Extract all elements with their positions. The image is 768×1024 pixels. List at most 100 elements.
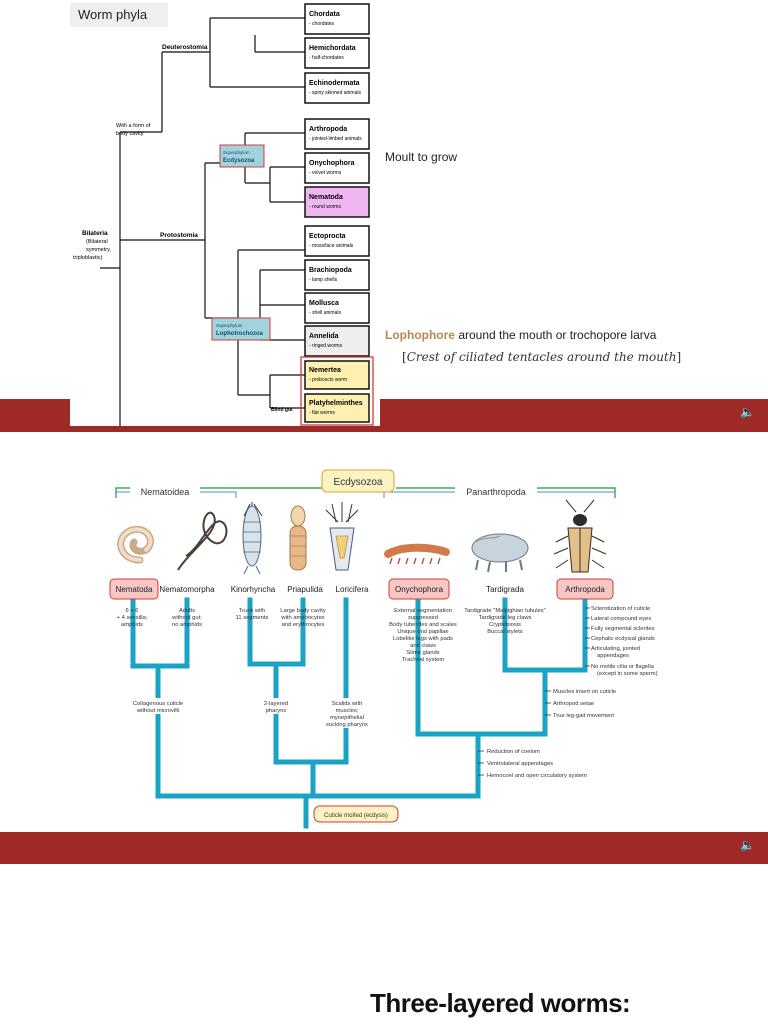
slide-worm-phyla: 🔈 <box>0 0 768 432</box>
kinorhyncha-illustration <box>242 502 263 575</box>
speaker-icon[interactable]: 🔈 <box>740 405 755 419</box>
label-bilateria-3: symmetry, <box>86 247 111 253</box>
svg-text:Lobelike legs with pads: Lobelike legs with pads <box>393 636 453 642</box>
svg-text:Buccal stylets: Buccal stylets <box>487 629 523 635</box>
annotation-ticks <box>478 607 590 776</box>
taxon-priapulida: Priapulida <box>287 585 323 594</box>
taxon-box-platyhelminthes: Platyhelminthes - flat worms <box>304 393 370 423</box>
svg-text:and claws: and claws <box>410 643 436 649</box>
slide-three-layered-worms: Three-layered worms: <box>0 864 768 1024</box>
svg-text:Tardigrade leg claws: Tardigrade leg claws <box>479 615 532 621</box>
svg-text:pharynx: pharynx <box>266 708 287 714</box>
svg-text:Tracheal system: Tracheal system <box>402 657 444 663</box>
svg-text:Fully segmental sclerites: Fully segmental sclerites <box>591 626 655 632</box>
svg-text:no amphids: no amphids <box>172 622 202 628</box>
taxon-nematomorpha: Nematomorpha <box>159 585 215 594</box>
nematomorpha-illustration <box>177 512 228 571</box>
taxon-box-chordata: Chordata - chordates <box>304 3 370 35</box>
taxon-name: Onychophora <box>309 160 355 167</box>
taxon-name: Arthropoda <box>309 126 347 133</box>
svg-text:Unique oral papillae: Unique oral papillae <box>397 629 448 635</box>
taxon-name: Nematoda <box>309 194 343 201</box>
taxon-box-ectoprocta: Ectoprocta - moss/lace animals <box>304 225 370 257</box>
label-nematoidea: Nematoidea <box>141 487 190 497</box>
svg-text:(except in some sperm): (except in some sperm) <box>597 671 658 677</box>
label-bilateria-2: (Bilateral <box>86 239 108 245</box>
taxon-loricifera: Loricifera <box>336 585 369 594</box>
svg-text:with amebocytes: with amebocytes <box>280 615 324 621</box>
taxon-onychophora: Onychophora <box>388 578 450 600</box>
taxon-sub: - proboscis worm <box>309 377 347 383</box>
highlight-frame-worms <box>300 356 374 426</box>
taxon-box-hemichordata: Hemichordata - half-chordates <box>304 37 370 69</box>
svg-text:Lateral compound eyes: Lateral compound eyes <box>591 616 651 622</box>
arthropoda-illustration <box>553 499 607 573</box>
svg-text:No motile cilia or flagella: No motile cilia or flagella <box>591 664 655 670</box>
svg-text:Nematoda: Nematoda <box>116 585 153 594</box>
superphylum-lophotrochozoa: Superphylum Lophotrochozoa <box>211 317 271 341</box>
taxon-box-arthropoda: Arthropoda - jointed-limbed animals <box>304 118 370 150</box>
note-moult: Moult to grow <box>385 150 458 164</box>
taxon-sub: - lamp shells <box>309 277 338 283</box>
svg-text:Superphylum: Superphylum <box>223 150 250 155</box>
taxon-sub: - moss/lace animals <box>309 243 354 249</box>
taxon-sub: - shell animals <box>309 310 341 316</box>
taxon-name: Platyhelminthes <box>309 400 363 407</box>
svg-text:Cephalic ecdysial glands: Cephalic ecdysial glands <box>591 636 655 642</box>
loricifera-illustration <box>325 502 359 571</box>
taxon-sub: - velvet worms <box>309 170 342 176</box>
taxon-box-echinodermata: Echinodermata - spiny skinned animals <box>304 72 370 104</box>
slide-heading: Three-layered worms: <box>370 988 631 1018</box>
taxon-box-nemertea: Nemertea - proboscis worm <box>304 360 370 390</box>
taxon-sub: - jointed-limbed animals <box>309 136 362 142</box>
label-bilateria-4: triploblastic) <box>73 255 103 261</box>
svg-text:Trunk with: Trunk with <box>239 608 266 614</box>
taxon-sub: - flat worms <box>309 410 335 416</box>
cladogram-tree <box>130 597 588 829</box>
taxon-sub: - half-chordates <box>309 55 344 61</box>
note-lophophore: Lophophore around the mouth or trochopor… <box>385 328 656 342</box>
svg-text:Lophotrochozoa: Lophotrochozoa <box>216 331 264 337</box>
slide-title: Worm phyla <box>70 3 168 27</box>
svg-text:Arthropoda: Arthropoda <box>565 585 605 594</box>
ecdysozoa-label-box <box>321 469 395 493</box>
crest-text: Crest of ciliated tentacles around the m… <box>406 350 677 364</box>
svg-text:11 segments: 11 segments <box>236 615 269 621</box>
svg-text:+ 4 sensilla;: + 4 sensilla; <box>117 615 148 621</box>
taxon-box-annelida: Annelida - ringed worms <box>304 325 370 357</box>
taxon-name: Brachiopoda <box>309 267 352 274</box>
taxon-tardigrada: Tardigrada <box>486 585 524 594</box>
tardigrada-illustration <box>471 533 529 573</box>
svg-text:Cryptobiosis: Cryptobiosis <box>489 622 521 628</box>
taxon-descriptions: 6 + 6 + 4 sensilla; amphids Adults witho… <box>117 608 546 663</box>
svg-text:Arthropod setae: Arthropod setae <box>553 701 594 707</box>
taxon-sub: - round worms <box>309 204 341 210</box>
taxon-name: Echinodermata <box>309 80 360 87</box>
svg-text:Hemocoel and open circulatory: Hemocoel and open circulatory system <box>487 773 587 779</box>
label-body-cavity-1: With a form of <box>116 123 151 129</box>
taxon-kinorhyncha: Kinorhyncha <box>231 585 276 594</box>
bracket-open: [ <box>402 350 407 364</box>
nematoda-illustration <box>117 525 154 564</box>
taxon-name: Ectoprocta <box>309 233 346 240</box>
phylogeny-tree: Chordata - chordates Hemichordata - half… <box>70 0 380 426</box>
taxon-name: Annelida <box>309 333 339 340</box>
svg-text:Collagenous cuticle: Collagenous cuticle <box>133 701 183 707</box>
onychophora-illustration <box>384 543 450 565</box>
taxon-name: Chordata <box>309 11 340 18</box>
lophophore-rest: around the mouth or trochopore larva <box>454 328 657 342</box>
priapulida-illustration <box>289 505 307 571</box>
label-blind-gut: Blind gut <box>271 407 293 413</box>
svg-text:True leg-gait movement: True leg-gait movement <box>553 713 614 719</box>
label-body-cavity-2: body cavity <box>116 131 144 137</box>
bracket-close: ] <box>676 350 682 364</box>
svg-text:6 + 6: 6 + 6 <box>125 608 138 614</box>
svg-text:Onychophora: Onychophora <box>395 585 444 594</box>
taxon-sub: - ringed worms <box>309 343 343 349</box>
taxon-box-onychophora: Onychophora - velvet worms <box>304 152 370 184</box>
taxon-box-mollusca: Mollusca - shell animals <box>304 292 370 324</box>
svg-text:muscles;: muscles; <box>336 708 359 714</box>
tree-lines <box>100 17 305 426</box>
speaker-icon[interactable]: 🔈 <box>740 838 755 852</box>
svg-text:amphids: amphids <box>121 622 143 628</box>
